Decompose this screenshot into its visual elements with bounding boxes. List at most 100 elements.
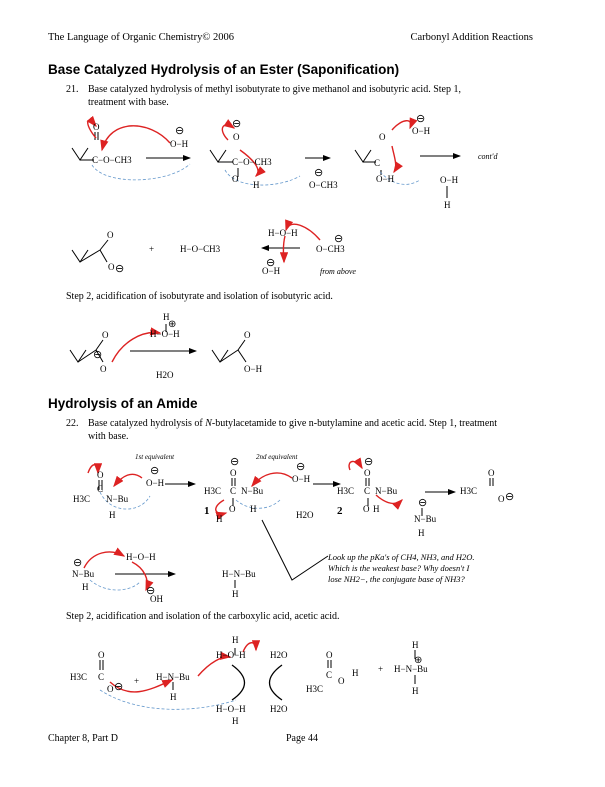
label-h3c: H3C bbox=[306, 684, 323, 694]
label-h3c: H3C bbox=[204, 486, 221, 496]
label-2: 2 bbox=[337, 505, 343, 517]
label-minus: ⊖ bbox=[114, 681, 123, 693]
label-minus: ⊖ bbox=[296, 461, 305, 473]
label-nbu: N−Bu bbox=[375, 486, 398, 496]
footer-chapter: Chapter 8, Part D bbox=[48, 733, 118, 744]
problem-22-text: 22.Base catalyzed hydrolysis of N-butyla… bbox=[66, 418, 498, 442]
label-o: O bbox=[100, 364, 107, 374]
label-minus: ⊖ bbox=[146, 585, 155, 597]
label-hnbu: H−N−Bu bbox=[394, 664, 428, 674]
label-minus: ⊖ bbox=[418, 497, 427, 509]
label-nbu: N−Bu bbox=[241, 486, 264, 496]
label-oh: O−H bbox=[146, 478, 165, 488]
label-1st-equivalent: 1st equivalent bbox=[135, 453, 175, 461]
label-minus: ⊖ bbox=[232, 118, 241, 130]
label-h: H bbox=[216, 514, 223, 524]
label-hoh: H−O−H bbox=[216, 704, 246, 714]
label-och3: O−CH3 bbox=[309, 180, 338, 190]
label-oh-minus: OH bbox=[150, 594, 163, 604]
problem-21-text: 21.Base catalyzed hydrolysis of methyl i… bbox=[66, 84, 461, 108]
label-cplus: ⊕ bbox=[168, 319, 176, 330]
label-h2o: H2O bbox=[296, 510, 314, 520]
label-o: O bbox=[102, 330, 109, 340]
label-h: H bbox=[232, 635, 239, 645]
label-o: O bbox=[107, 684, 114, 694]
label-o: O bbox=[233, 132, 240, 142]
label-h: H bbox=[232, 716, 239, 726]
label-minus: ⊖ bbox=[150, 465, 159, 477]
note-line-1: Look up the pKa's of CH4, NH3, and H2O. bbox=[327, 552, 475, 562]
label-h: H bbox=[109, 510, 116, 520]
label-h3c: H3C bbox=[460, 486, 477, 496]
label-o: O bbox=[232, 174, 239, 184]
label-h: H bbox=[412, 686, 419, 696]
step2-ester-text: Step 2, acidification of isobutyrate and… bbox=[66, 291, 333, 302]
label-c: C bbox=[374, 158, 380, 168]
label-h: H bbox=[253, 180, 260, 190]
label-nbu: N−Bu bbox=[414, 514, 437, 524]
label-h3c: H3C bbox=[70, 672, 87, 682]
label-h: H bbox=[82, 582, 89, 592]
label-o: O bbox=[108, 262, 115, 272]
label-minus: ⊖ bbox=[266, 257, 275, 269]
label-o: O bbox=[97, 470, 104, 480]
label-o: O bbox=[326, 650, 333, 660]
step2-amide-text: Step 2, acidification and isolation of t… bbox=[66, 611, 340, 622]
footer-page: Page 44 bbox=[286, 733, 318, 744]
label-minus: ⊖ bbox=[73, 557, 82, 569]
label-h3c: H3C bbox=[337, 486, 354, 496]
label-plus: + bbox=[134, 676, 139, 686]
label-oh: O−H bbox=[292, 474, 311, 484]
label-minus: ⊖ bbox=[364, 456, 373, 468]
label-plus: + bbox=[378, 664, 383, 674]
label-h: H bbox=[373, 504, 380, 514]
running-header-right: Carbonyl Addition Reactions bbox=[410, 32, 534, 43]
label-o: O bbox=[244, 330, 251, 340]
label-minus: ⊖ bbox=[230, 456, 239, 468]
label-minus: ⊖ bbox=[115, 263, 124, 275]
section-title-saponification: Base Catalyzed Hydrolysis of an Ester (S… bbox=[48, 62, 400, 77]
label-minus: ⊖ bbox=[334, 233, 343, 245]
label-hoch3: H−O−CH3 bbox=[180, 244, 221, 254]
label-h: H bbox=[352, 668, 359, 678]
label-o: O bbox=[107, 230, 114, 240]
label-minus: ⊖ bbox=[505, 491, 514, 503]
label-oh: O−H bbox=[262, 266, 281, 276]
label-minus: ⊖ bbox=[314, 167, 323, 179]
label-o: O bbox=[230, 468, 237, 478]
label-och3: O−CH3 bbox=[316, 244, 345, 254]
note-line-3: lose NH2−, the conjugate base of NH3? bbox=[328, 574, 466, 584]
label-o: O bbox=[488, 468, 495, 478]
label-c: C bbox=[364, 486, 370, 496]
label-h: H bbox=[412, 640, 419, 650]
label-h: H bbox=[444, 200, 451, 210]
label-o: O bbox=[364, 468, 371, 478]
label-h: H bbox=[418, 528, 425, 538]
label-h2o: H2O bbox=[156, 370, 174, 380]
label-minus: ⊖ bbox=[175, 125, 184, 137]
label-nbu: N−Bu bbox=[72, 569, 95, 579]
label-ester-chain: C−O−CH3 bbox=[92, 155, 132, 165]
label-c: C bbox=[230, 486, 236, 496]
label-hoh: H−O−H bbox=[216, 650, 246, 660]
label-oh: O−H bbox=[170, 139, 189, 149]
label-o: O bbox=[93, 122, 100, 132]
label-hnbu: H−N−Bu bbox=[156, 672, 190, 682]
running-header-left: The Language of Organic Chemistry© 2006 bbox=[48, 32, 234, 43]
label-2nd-equivalent: 2nd equivalent bbox=[256, 453, 298, 461]
label-h: H bbox=[250, 504, 257, 514]
label-h: H bbox=[232, 589, 239, 599]
label-plus: + bbox=[149, 244, 154, 254]
label-oh: O−H bbox=[376, 174, 395, 184]
label-from-above: from above bbox=[320, 267, 356, 276]
note-line-2: Which is the weakest base? Why doesn't I bbox=[328, 563, 470, 573]
label-contd: cont'd bbox=[478, 152, 498, 161]
label-c: C bbox=[326, 670, 332, 680]
label-oh: O−H bbox=[412, 126, 431, 136]
label-hoh: H−O−H bbox=[126, 552, 156, 562]
label-c: C bbox=[98, 672, 104, 682]
label-h2o: H2O bbox=[270, 704, 288, 714]
label-o: O bbox=[98, 650, 105, 660]
label-oh: O−H bbox=[440, 175, 459, 185]
label-o: O bbox=[379, 132, 386, 142]
